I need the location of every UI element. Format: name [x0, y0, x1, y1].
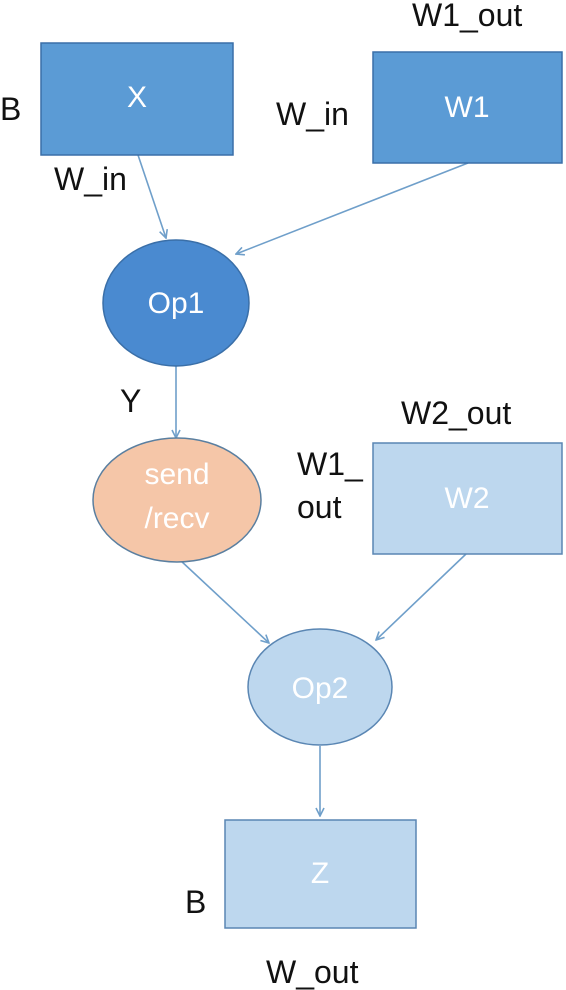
node-w1: W1	[372, 51, 563, 164]
node-w2: W2	[372, 442, 563, 555]
node-send-recv: send /recv	[92, 437, 262, 563]
node-z-label: Z	[311, 857, 329, 890]
label-w2-top: W2_out	[401, 395, 511, 431]
node-w1-box	[372, 51, 563, 164]
node-op1-ellipse	[102, 239, 250, 367]
label-y: Y	[120, 383, 141, 419]
node-send-recv-line2: /recv	[144, 502, 209, 535]
node-x-box	[40, 42, 234, 156]
node-z-box	[224, 819, 417, 929]
edge-sendrecv-to-op2	[179, 559, 269, 643]
label-z-left: B	[185, 884, 206, 920]
node-op2-ellipse	[247, 628, 393, 746]
edge-w2-to-op2	[376, 553, 467, 640]
node-op1: Op1	[102, 239, 250, 367]
node-w2-box	[372, 442, 563, 555]
label-w1-left: W_in	[276, 96, 349, 132]
label-w2-left-line1: W1_	[297, 446, 364, 482]
label-w2-left-line2: out	[297, 489, 342, 525]
label-z-bottom: W_out	[266, 954, 359, 990]
node-x: X	[40, 42, 234, 156]
label-w1-top: W1_out	[412, 0, 522, 33]
label-x-bottom: W_in	[54, 161, 127, 197]
edge-x-to-op1	[137, 154, 166, 238]
node-op1-label: Op1	[148, 287, 205, 320]
node-z: Z	[224, 819, 417, 929]
label-x-left: B	[0, 91, 21, 127]
edge-w1-to-op1	[236, 162, 469, 254]
node-send-recv-line1: send	[144, 458, 209, 491]
node-send-recv-ellipse	[92, 437, 262, 563]
node-w2-label: W2	[445, 482, 490, 515]
node-w1-label: W1	[445, 91, 490, 124]
node-x-label: X	[127, 81, 147, 114]
node-op2-label: Op2	[292, 672, 349, 705]
node-op2: Op2	[247, 628, 393, 746]
